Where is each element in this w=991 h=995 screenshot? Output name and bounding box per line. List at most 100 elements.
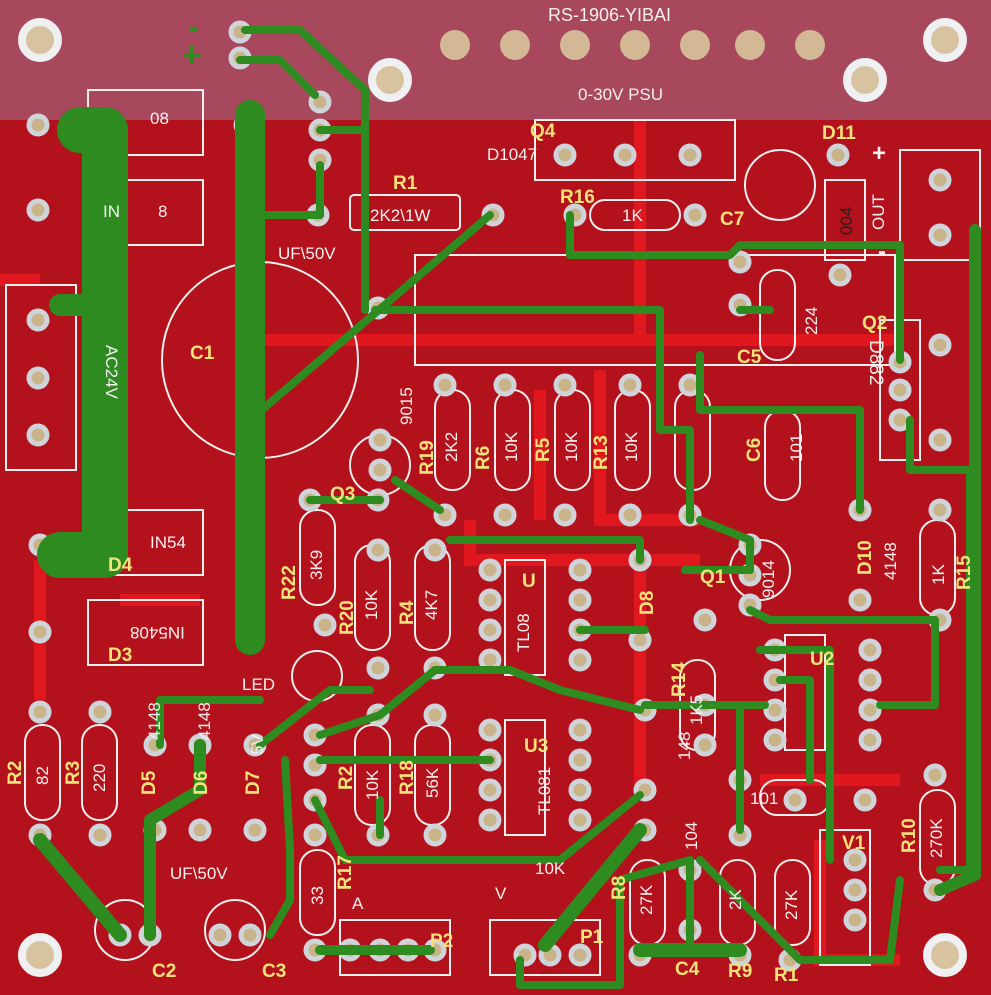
value-label: D1047	[487, 145, 538, 164]
value-label: 10K	[502, 431, 521, 462]
solder-pad	[366, 538, 390, 562]
solder-pad	[553, 143, 577, 167]
solder-pad	[568, 778, 592, 802]
solder-pad	[693, 608, 717, 632]
solder-pad	[423, 703, 447, 727]
ref-label: R18	[397, 760, 418, 795]
solder-pad	[783, 788, 807, 812]
pcb-top-right	[370, 0, 910, 120]
value-label: D882	[865, 340, 886, 386]
solder-pad	[423, 538, 447, 562]
ref-label: C1	[190, 343, 215, 364]
ref-label: V1	[842, 833, 866, 854]
value-label: 2K	[726, 889, 745, 910]
drill-hole	[440, 30, 470, 60]
value-label: 33	[308, 886, 327, 905]
solder-pad	[238, 923, 262, 947]
solder-pad	[28, 620, 52, 644]
solder-pad	[618, 373, 642, 397]
ref-label: R2	[336, 765, 357, 790]
solder-pad	[928, 223, 952, 247]
value-label: UF\50V	[278, 244, 336, 263]
solder-pad	[26, 113, 50, 137]
drill-hole	[680, 30, 710, 60]
ref-label: R16	[560, 187, 595, 208]
value-label: 4K7	[422, 589, 441, 620]
solder-pad	[763, 698, 787, 722]
value-label: 9015	[397, 387, 416, 425]
solder-pad	[493, 503, 517, 527]
solder-pad	[553, 373, 577, 397]
ref-label: P1	[580, 927, 604, 948]
value-label: V	[495, 884, 507, 903]
ref-label: C4	[675, 959, 700, 980]
ref-label: C7	[720, 209, 745, 230]
ref-label: Q3	[330, 484, 356, 505]
solder-pad	[923, 763, 947, 787]
solder-pad	[26, 366, 50, 390]
ref-label: Q1	[700, 567, 726, 588]
value-label: 10K	[362, 589, 381, 620]
ref-label: D3	[108, 645, 133, 666]
solder-pad	[928, 498, 952, 522]
value-label: 82	[33, 766, 52, 785]
mounting-hole	[18, 18, 62, 62]
value-label: IN	[103, 202, 120, 221]
value-label: 4148	[881, 542, 900, 580]
ref-label: R15	[954, 555, 975, 590]
value-label: -	[878, 238, 886, 265]
value-label: 220	[90, 763, 109, 792]
solder-pad	[26, 308, 50, 332]
value-label: 8	[158, 202, 168, 221]
ref-label: R6	[473, 445, 494, 470]
pads	[18, 18, 967, 977]
value-label: 27K	[782, 889, 801, 920]
value-label: 27K	[637, 884, 656, 915]
solder-pad	[478, 778, 502, 802]
value-label: 4148	[145, 702, 164, 740]
ref-label: Q2	[862, 313, 888, 334]
value-label: 101	[750, 789, 779, 808]
value-label: AC24V	[102, 345, 121, 399]
solder-pad	[366, 656, 390, 680]
value-label: 10K	[562, 431, 581, 462]
solder-pad	[828, 263, 852, 287]
solder-pad	[368, 428, 392, 452]
value-label: TL08	[514, 613, 533, 652]
ref-label: R2	[5, 760, 26, 785]
value-label: 104	[682, 821, 701, 850]
plus-marker: +	[182, 36, 202, 74]
ref-label: R10	[899, 818, 920, 853]
board-title: RS-1906-YIBAI	[548, 5, 672, 25]
ref-label: R3	[63, 760, 84, 785]
solder-pad	[478, 618, 502, 642]
solder-pad	[303, 823, 327, 847]
value-label: 1K5	[687, 694, 706, 725]
mounting-hole	[923, 18, 967, 62]
ref-label: D8	[637, 590, 658, 615]
drill-hole	[500, 30, 530, 60]
ref-label: R17	[335, 855, 356, 890]
solder-pad	[928, 428, 952, 452]
value-label: 3K9	[307, 549, 326, 580]
drill-hole	[560, 30, 590, 60]
value-label: 4148	[195, 702, 214, 740]
value-label: LED	[242, 675, 276, 694]
solder-pad	[433, 373, 457, 397]
solder-pad	[568, 748, 592, 772]
value-label: 270K	[927, 818, 946, 858]
ref-label: C6	[744, 437, 765, 462]
ref-label: U	[522, 571, 536, 592]
solder-pad	[313, 613, 337, 637]
value-label: 101	[787, 433, 806, 462]
solder-pad	[568, 648, 592, 672]
solder-pad	[858, 638, 882, 662]
value-label: IN5408	[130, 623, 185, 642]
value-label: 1K	[929, 564, 948, 585]
solder-pad	[613, 143, 637, 167]
value-label: UF\50V	[170, 864, 228, 883]
ref-label: R1	[774, 965, 799, 986]
ref-label: R1	[393, 173, 418, 194]
solder-pad	[858, 668, 882, 692]
solder-pad	[493, 373, 517, 397]
